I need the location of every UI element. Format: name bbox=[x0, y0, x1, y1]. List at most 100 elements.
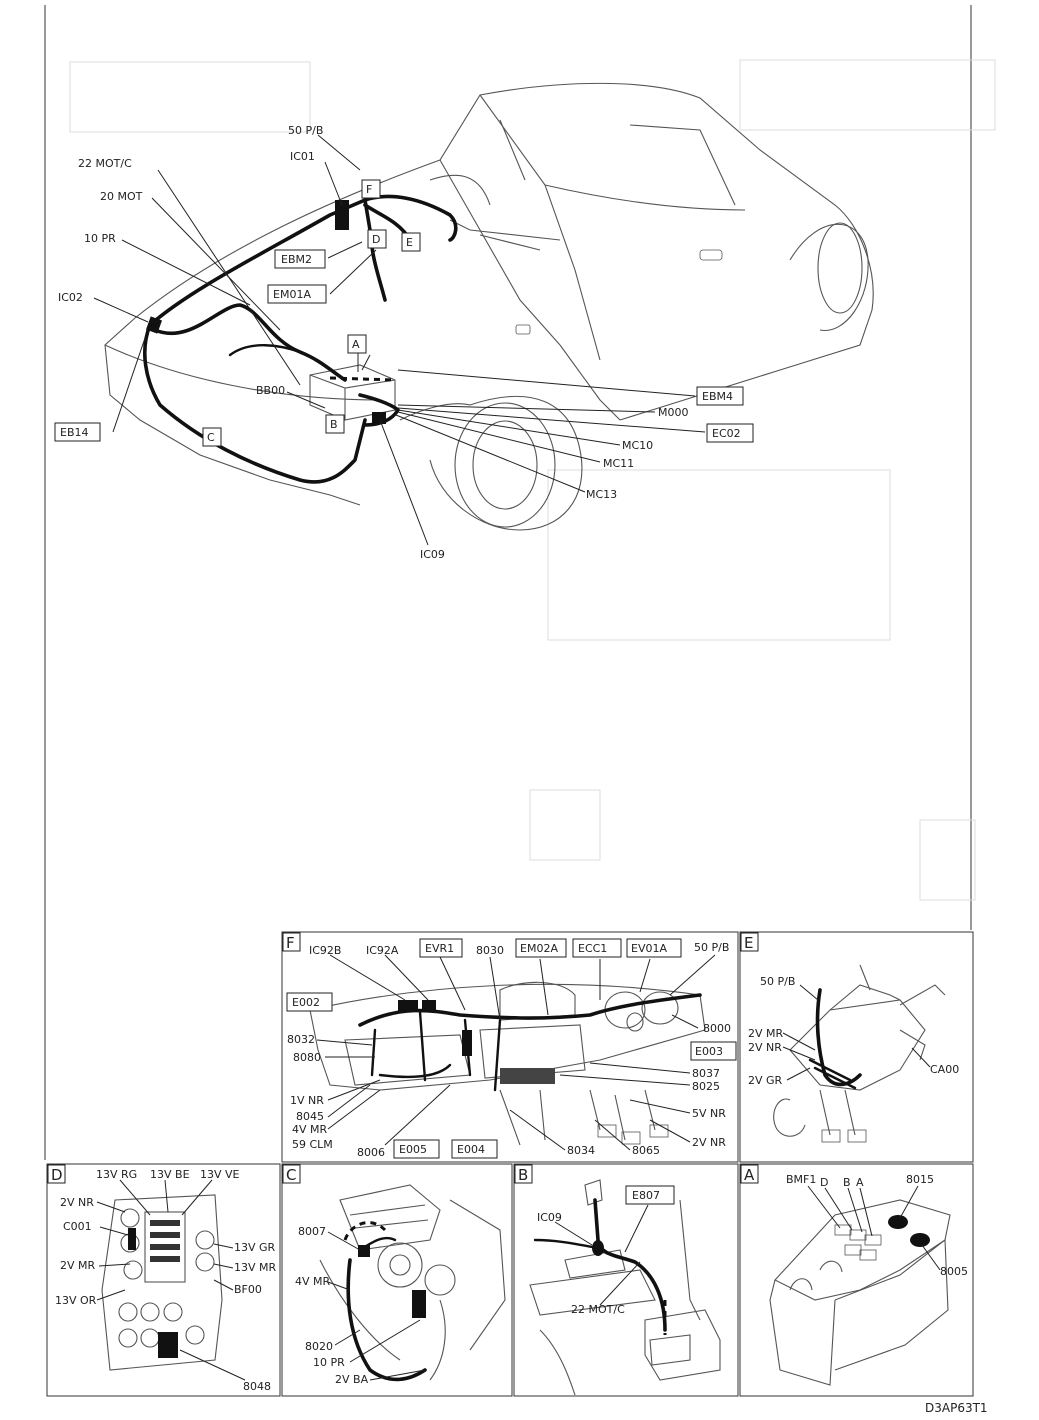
panel-b-leader-lines bbox=[554, 1204, 649, 1306]
callout-2v-nr-f: 2V NR bbox=[692, 1136, 726, 1149]
callout-2v-gr-e: 2V GR bbox=[748, 1074, 783, 1087]
panel-d-fuse-box: D bbox=[47, 1164, 277, 1393]
box-ebm2 bbox=[274, 249, 326, 269]
main-vehicle-view: 50 P/B IC01 22 MOT/C 20 MOT 10 PR IC02 B… bbox=[54, 82, 874, 561]
zone-box-f bbox=[361, 179, 381, 199]
callout-2v-ba: 2V BA bbox=[335, 1373, 369, 1386]
detail-panel-frames bbox=[46, 931, 974, 1397]
callout-13v-gr: 13V GR bbox=[234, 1241, 276, 1254]
callout-ic09-b: IC09 bbox=[537, 1211, 562, 1224]
callout-22-mot-c-b: 22 MOT/C bbox=[571, 1303, 625, 1316]
callout-mc13: MC13 bbox=[586, 488, 617, 501]
panel-d-leader-lines bbox=[96, 1179, 246, 1381]
boxed-ebm2: EBM2 bbox=[281, 253, 312, 266]
callout-2v-nr-e: 2V NR bbox=[748, 1041, 782, 1054]
callout-ic92a: IC92A bbox=[366, 944, 399, 957]
panel-a-tag: A bbox=[744, 1166, 755, 1184]
zone-d: D bbox=[372, 233, 380, 246]
callout-bmf1: BMF1 bbox=[786, 1173, 816, 1186]
zone-a: A bbox=[352, 338, 360, 351]
panel-a-maxi-fuse-box: A BMF1 D B A 8015 8005 bbox=[740, 1164, 968, 1386]
callout-10-pr: 10 PR bbox=[84, 232, 116, 245]
callout-d-a: D bbox=[820, 1176, 828, 1189]
callout-50-p-b-f: 50 P/B bbox=[694, 941, 729, 954]
callout-ic01: IC01 bbox=[290, 150, 315, 163]
zone-c: C bbox=[207, 431, 215, 444]
callout-1v-nr: 1V NR bbox=[290, 1094, 324, 1107]
zone-e: E bbox=[406, 236, 413, 249]
callout-13v-be: 13V BE bbox=[150, 1168, 190, 1181]
boxed-em02a: EM02A bbox=[520, 942, 558, 955]
boxed-ecc1: ECC1 bbox=[578, 942, 607, 955]
callout-c001: C001 bbox=[63, 1220, 92, 1233]
callout-2v-mr-d: 2V MR bbox=[60, 1259, 96, 1272]
panel-c-tag: C bbox=[286, 1166, 296, 1184]
callout-20-mot: 20 MOT bbox=[100, 190, 143, 203]
callout-8025: 8025 bbox=[692, 1080, 720, 1093]
callout-8045: 8045 bbox=[296, 1110, 324, 1123]
callout-8032: 8032 bbox=[287, 1033, 315, 1046]
panel-f-leader-lines bbox=[316, 954, 716, 1151]
panel-d-tag: D bbox=[51, 1166, 63, 1184]
box-em01a bbox=[267, 284, 327, 304]
connector-IC01 bbox=[335, 200, 349, 230]
boxed-e003: E003 bbox=[695, 1045, 723, 1058]
callout-ic02: IC02 bbox=[58, 291, 83, 304]
zone-box-c bbox=[202, 427, 222, 447]
zone-box-d bbox=[367, 229, 387, 249]
boxed-em01a: EM01A bbox=[273, 288, 311, 301]
callout-8048: 8048 bbox=[243, 1380, 271, 1393]
callout-13v-or: 13V OR bbox=[55, 1294, 97, 1307]
panel-e-leader-lines bbox=[782, 984, 931, 1081]
vehicle-outline bbox=[104, 82, 874, 531]
panel-b-ecu-bracket: B IC09 22 MOT/C E807 bbox=[514, 1164, 721, 1396]
callout-4v-mr: 4V MR bbox=[292, 1123, 328, 1136]
callout-8080: 8080 bbox=[293, 1051, 321, 1064]
panel-f-tag: F bbox=[286, 934, 295, 952]
battery-block bbox=[309, 364, 396, 421]
box-ebm4 bbox=[696, 386, 744, 406]
zone-box-e bbox=[401, 232, 421, 252]
callout-13v-mr: 13V MR bbox=[234, 1261, 277, 1274]
boxed-e807: E807 bbox=[632, 1189, 660, 1202]
sheet-reference: D3AP63T1 bbox=[925, 1401, 988, 1415]
panel-c-engine-bay: C 8007 4V MR 8020 10 PR 2V BA bbox=[282, 1164, 506, 1386]
callout-13v-rg: 13V RG bbox=[96, 1168, 137, 1181]
zone-box-b bbox=[325, 414, 345, 434]
callout-ic92b: IC92B bbox=[309, 944, 341, 957]
steering-column-drawing bbox=[773, 964, 946, 1143]
callout-8006: 8006 bbox=[357, 1146, 385, 1159]
callout-22-mot-c: 22 MOT/C bbox=[78, 157, 132, 170]
callout-10-pr-c: 10 PR bbox=[313, 1356, 345, 1369]
panel-e-tag: E bbox=[744, 934, 753, 952]
callout-m000: M000 bbox=[658, 406, 689, 419]
panel-c-leader-lines bbox=[327, 1231, 426, 1381]
callout-bb00: BB00 bbox=[256, 384, 285, 397]
main-leader-lines bbox=[93, 134, 706, 546]
callout-mc10: MC10 bbox=[622, 439, 653, 452]
callout-8007: 8007 bbox=[298, 1225, 326, 1238]
ecu-bracket-drawing bbox=[529, 1179, 721, 1396]
callout-bf00: BF00 bbox=[234, 1283, 262, 1296]
callout-5v-nr: 5V NR bbox=[692, 1107, 726, 1120]
callout-50-p-b-e: 50 P/B bbox=[760, 975, 795, 988]
boxed-e005: E005 bbox=[399, 1143, 427, 1156]
callout-ca00: CA00 bbox=[930, 1063, 959, 1076]
callout-mc11: MC11 bbox=[603, 457, 634, 470]
connector-IC02 bbox=[145, 316, 163, 334]
callout-8037: 8037 bbox=[692, 1067, 720, 1080]
panel-a-leader-lines bbox=[807, 1185, 941, 1271]
fuse-box-drawing bbox=[101, 1194, 223, 1371]
callout-2v-mr-e: 2V MR bbox=[748, 1027, 784, 1040]
box-eb14 bbox=[54, 422, 101, 442]
callout-2v-nr-d: 2V NR bbox=[60, 1196, 94, 1209]
callout-8015: 8015 bbox=[906, 1173, 934, 1186]
boxed-ebm4: EBM4 bbox=[702, 390, 733, 403]
callout-8034: 8034 bbox=[567, 1144, 595, 1157]
panel-e-steering-column: E 50 P/B 2V MR 2V NR 2V GR CA00 bbox=[740, 932, 959, 1143]
boxed-evr1: EVR1 bbox=[425, 942, 454, 955]
callout-59-clm: 59 CLM bbox=[292, 1138, 333, 1151]
boxed-e004: E004 bbox=[457, 1143, 485, 1156]
panel-f-dashboard: F bbox=[282, 932, 737, 1159]
background-ghost-marks bbox=[69, 59, 996, 901]
